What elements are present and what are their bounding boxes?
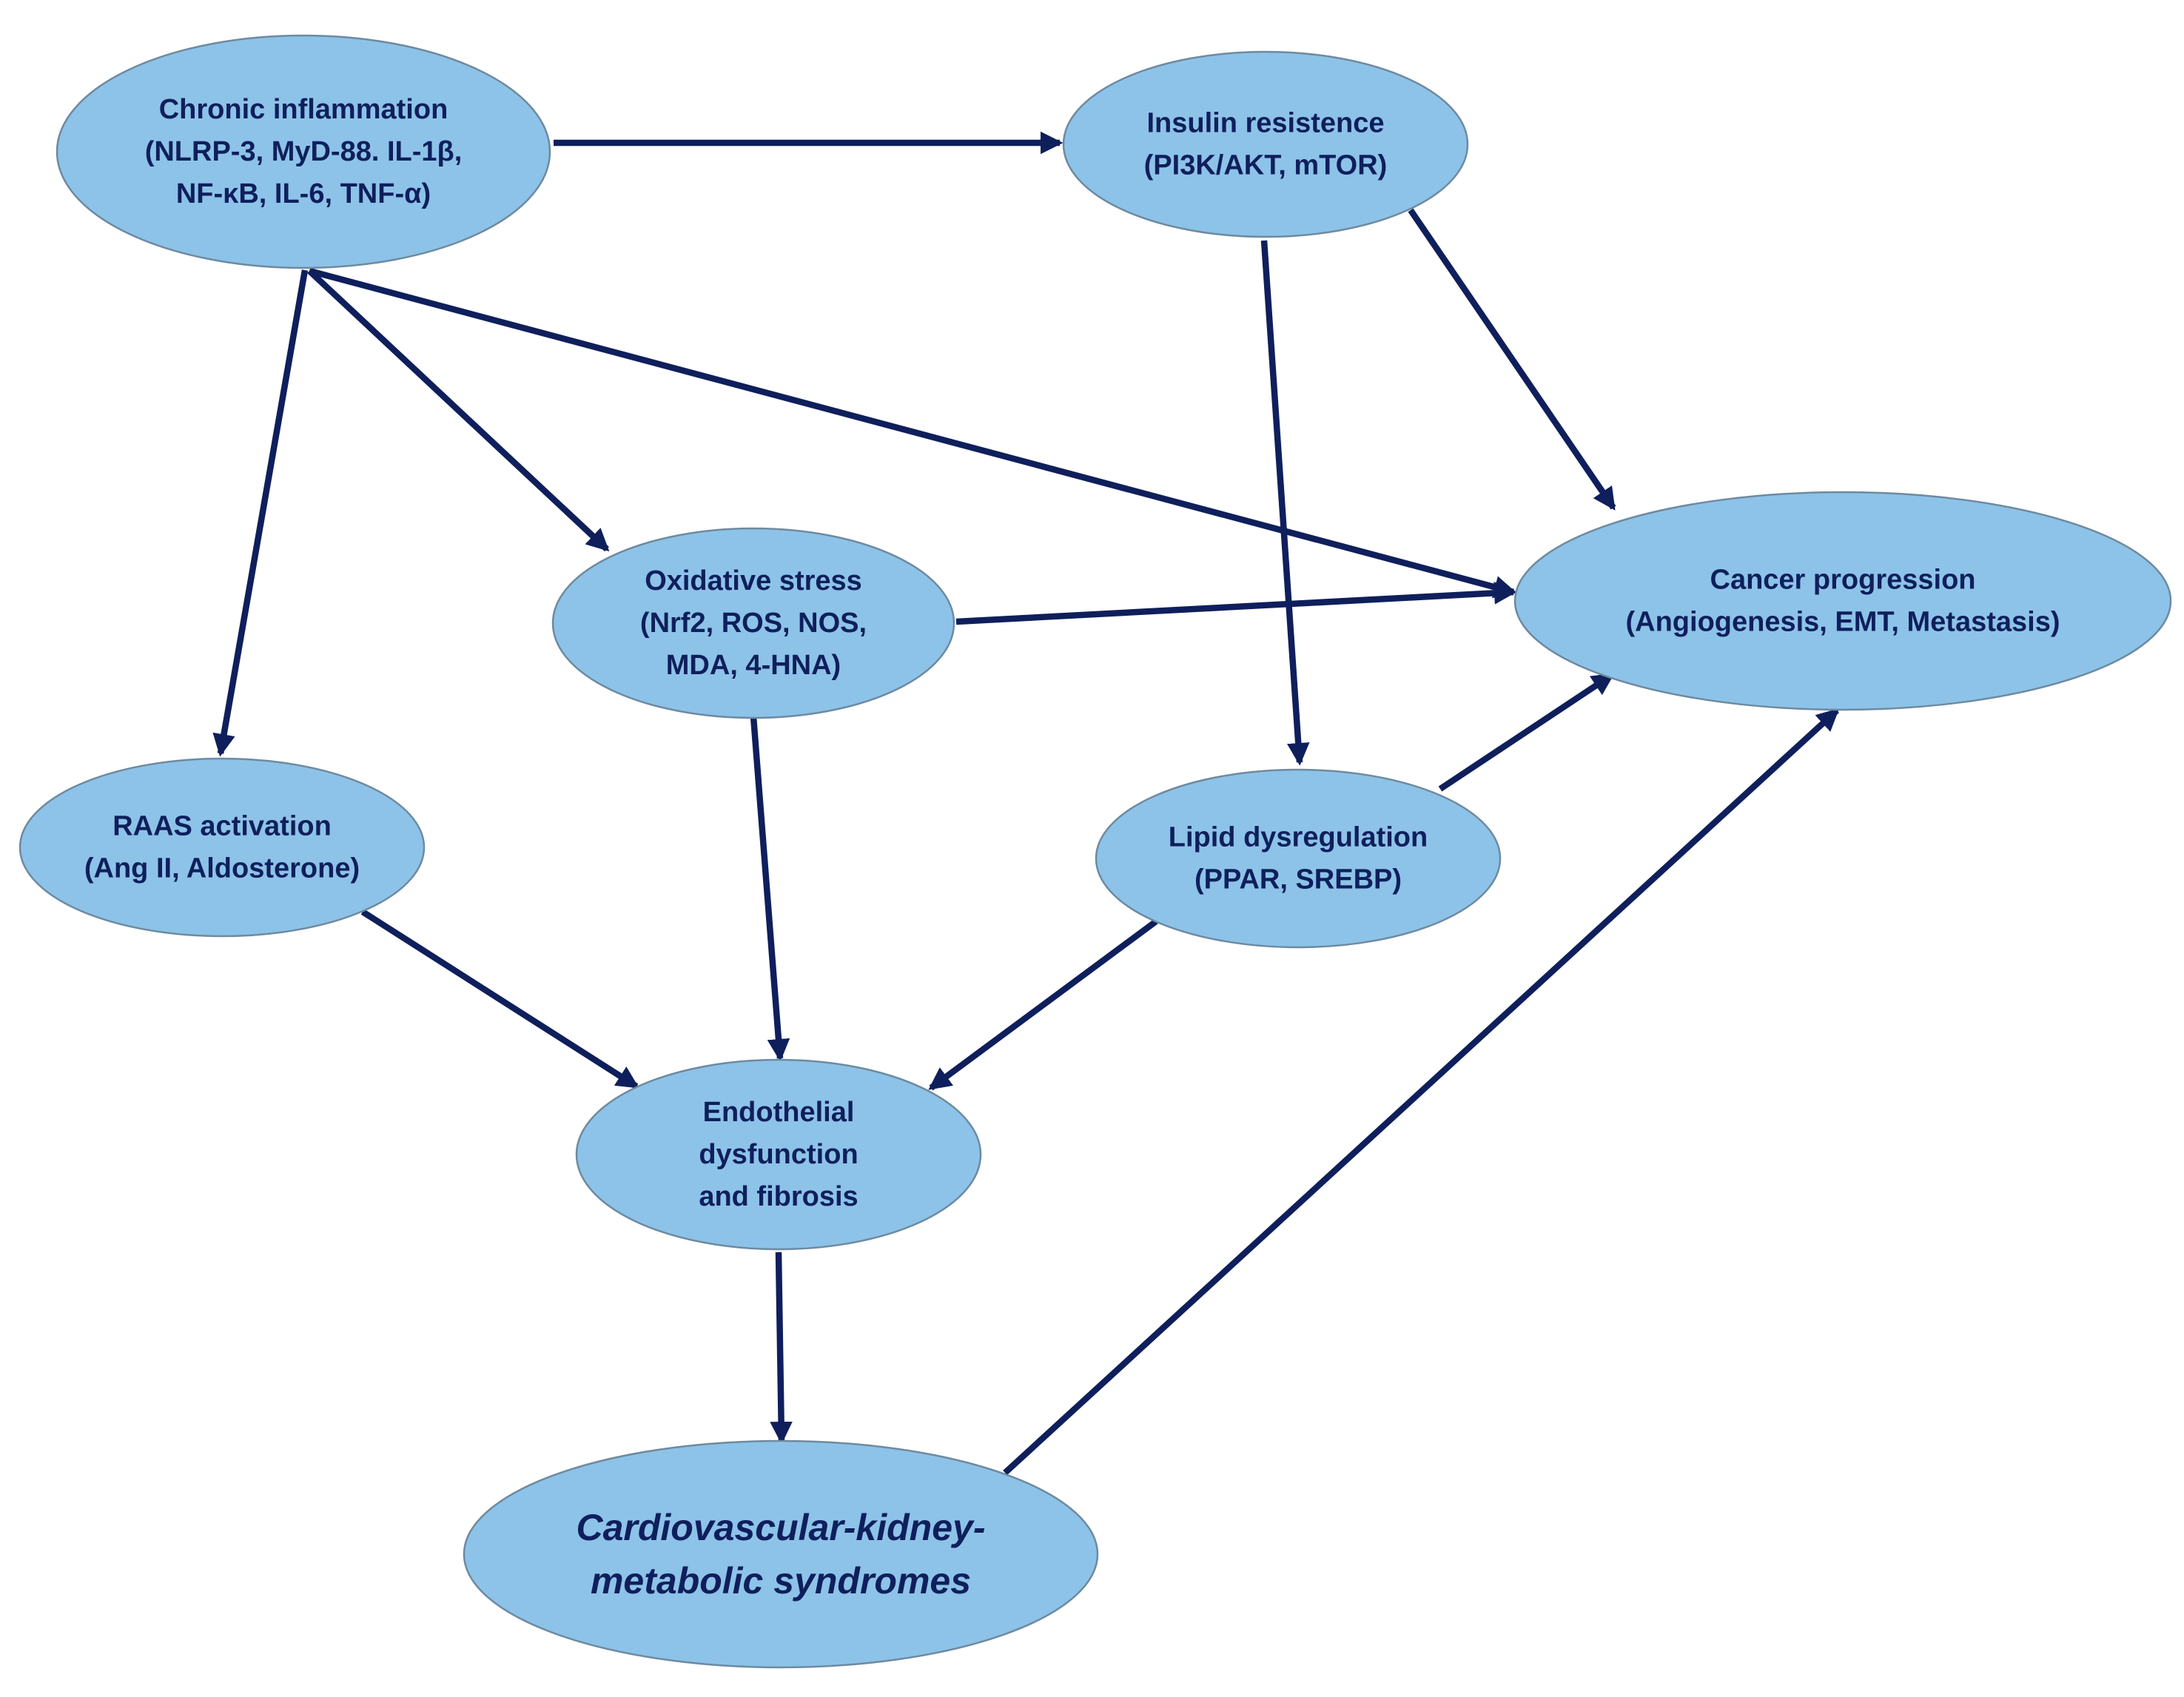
node-ckm-syndromes-label-line-1: Cardiovascular-kidney- xyxy=(577,1507,986,1548)
node-chronic-inflammation-label-line-3: NF-κB, IL-6, TNF-α) xyxy=(176,178,431,209)
arrow-chronic-inflammation-to-raas-activation xyxy=(212,269,309,757)
arrow-ckm-syndromes-to-cancer-progression xyxy=(1003,708,1840,1476)
node-cancer-progression-label-line-2: (Angiogenesis, EMT, Metastasis) xyxy=(1625,607,2060,638)
arrow-insulin-resistence-to-lipid-dysregulation xyxy=(1260,240,1310,766)
node-cancer-progression-label-line-1: Cancer progression xyxy=(1710,565,1976,596)
arrow-lipid-dysregulation-to-endothelial-dysfunction xyxy=(928,918,1158,1091)
node-raas-activation-shape xyxy=(19,757,426,938)
node-cancer-progression: Cancer progression (Angiogenesis, EMT, Me… xyxy=(1513,491,2172,711)
node-oxidative-stress: Oxidative stress (Nrf2, ROS, NOS, MDA, 4-H… xyxy=(551,527,955,719)
node-chronic-inflammation-label-line-1: Chronic inflammation xyxy=(159,94,448,125)
arrow-endothelial-dysfunction-to-ckm-syndromes xyxy=(770,1251,793,1445)
node-chronic-inflammation-label-line-2: (NLRP-3, MyD-88. IL-1β, xyxy=(145,136,463,167)
node-insulin-resistence-label-line-1: Insulin resistence xyxy=(1146,108,1384,139)
node-oxidative-stress-label-line-1: Oxidative stress xyxy=(645,565,862,597)
node-oxidative-stress-shape xyxy=(551,527,955,719)
node-raas-activation-label-line-1: RAAS activation xyxy=(112,811,332,842)
node-endothelial-dysfunction-shape xyxy=(575,1058,982,1251)
arrow-lipid-dysregulation-to-cancer-progression xyxy=(1438,672,1615,792)
edges-layer xyxy=(212,131,1840,1476)
nodes-layer: Chronic inflammation (NLRP-3, MyD-88. IL-… xyxy=(19,34,2172,1669)
node-oxidative-stress-label-line-3: MDA, 4-HNA) xyxy=(666,650,841,681)
node-endothelial-dysfunction: Endothelial dysfunction and fibrosis xyxy=(575,1058,982,1251)
arrow-chronic-inflammation-to-cancer-progression xyxy=(308,267,1517,599)
node-lipid-dysregulation-shape xyxy=(1095,768,1502,949)
arrow-insulin-resistence-to-cancer-progression xyxy=(1408,208,1616,511)
node-insulin-resistence: Insulin resistence (PI3K/AKT, mTOR) xyxy=(1062,50,1469,238)
arrow-oxidative-stress-to-cancer-progression xyxy=(955,582,1517,625)
node-insulin-resistence-shape xyxy=(1062,50,1469,238)
node-raas-activation-label-line-2: (Ang II, Aldosterone) xyxy=(84,853,360,884)
node-ckm-syndromes: Cardiovascular-kidney-metabolic syndrome… xyxy=(463,1439,1099,1669)
node-chronic-inflammation-shape xyxy=(56,34,551,269)
node-endothelial-dysfunction-label-line-3: and fibrosis xyxy=(699,1181,858,1212)
node-lipid-dysregulation: Lipid dysregulation (PPAR, SREBP) xyxy=(1095,768,1502,949)
node-endothelial-dysfunction-label-line-1: Endothelial xyxy=(703,1097,855,1128)
node-endothelial-dysfunction-label-line-2: dysfunction xyxy=(699,1139,858,1170)
node-lipid-dysregulation-label-line-1: Lipid dysregulation xyxy=(1169,822,1428,853)
node-lipid-dysregulation-label-line-2: (PPAR, SREBP) xyxy=(1195,864,1402,895)
node-chronic-inflammation: Chronic inflammation (NLRP-3, MyD-88. IL-… xyxy=(56,34,551,269)
node-ckm-syndromes-label-line-2: metabolic syndromes xyxy=(591,1560,971,1602)
node-raas-activation: RAAS activation (Ang II, Aldosterone) xyxy=(19,757,426,938)
node-oxidative-stress-label-line-2: (Nrf2, ROS, NOS, xyxy=(640,608,867,639)
node-ckm-syndromes-shape xyxy=(463,1439,1099,1669)
node-insulin-resistence-label-line-2: (PI3K/AKT, mTOR) xyxy=(1144,150,1388,181)
arrow-chronic-inflammation-to-oxidative-stress xyxy=(307,268,610,552)
node-cancer-progression-shape xyxy=(1513,491,2172,711)
arrow-oxidative-stress-to-endothelial-dysfunction xyxy=(750,716,790,1062)
arrow-raas-activation-to-endothelial-dysfunction xyxy=(360,909,639,1089)
